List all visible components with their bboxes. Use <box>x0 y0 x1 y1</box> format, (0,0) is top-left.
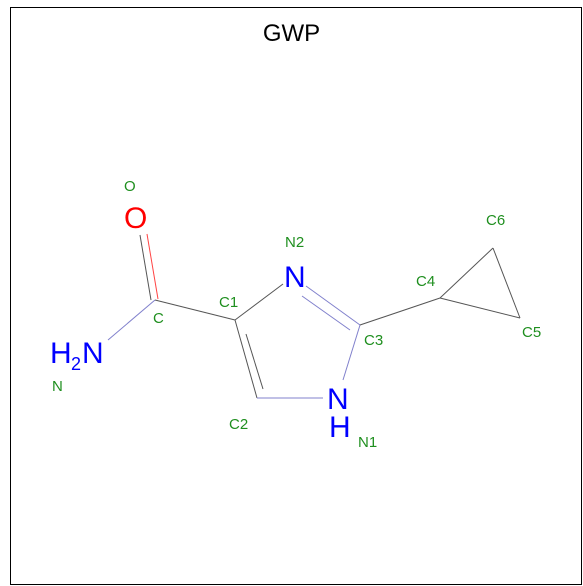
bond-c1-n2 <box>234 283 284 321</box>
label-c1: C1 <box>219 294 238 311</box>
label-c6: C6 <box>486 212 505 229</box>
bond-n2-c3-2 <box>301 295 351 331</box>
label-c3: C3 <box>364 332 383 349</box>
bond-n2-c3-1 <box>305 285 361 326</box>
atom-nh2-n: N <box>82 337 104 370</box>
label-o: O <box>124 178 136 195</box>
diagram-frame <box>10 7 582 585</box>
bond-c4-c6 <box>439 247 494 299</box>
atom-n1-n: N <box>327 383 349 416</box>
bond-c3-c4 <box>359 297 441 326</box>
bond-c-c1 <box>154 299 236 321</box>
atom-nh2-subscript: 2 <box>71 354 81 374</box>
diagram-title: GWP <box>262 20 321 47</box>
bond-c1-c2-2 <box>245 333 264 390</box>
atom-n2: N <box>284 261 306 294</box>
bond-c-nh2 <box>107 299 156 341</box>
label-c5: C5 <box>522 324 541 341</box>
bond-c-o-2 <box>146 233 159 300</box>
bond-c1-c2-1 <box>234 319 258 399</box>
label-n: N <box>52 378 63 395</box>
label-n1: N1 <box>358 434 377 451</box>
bond-c-o-1 <box>139 234 152 301</box>
bond-c5-c4 <box>439 297 521 319</box>
bond-n1-c3 <box>342 324 361 381</box>
label-c2: C2 <box>229 416 248 433</box>
atom-oxygen: O <box>124 202 147 235</box>
atom-nh2-h: H <box>50 337 72 370</box>
label-n2: N2 <box>285 234 304 251</box>
label-c4: C4 <box>416 273 435 290</box>
bond-c6-c5 <box>492 247 521 319</box>
atom-n1-h: H <box>329 411 351 444</box>
label-c: C <box>153 310 164 327</box>
